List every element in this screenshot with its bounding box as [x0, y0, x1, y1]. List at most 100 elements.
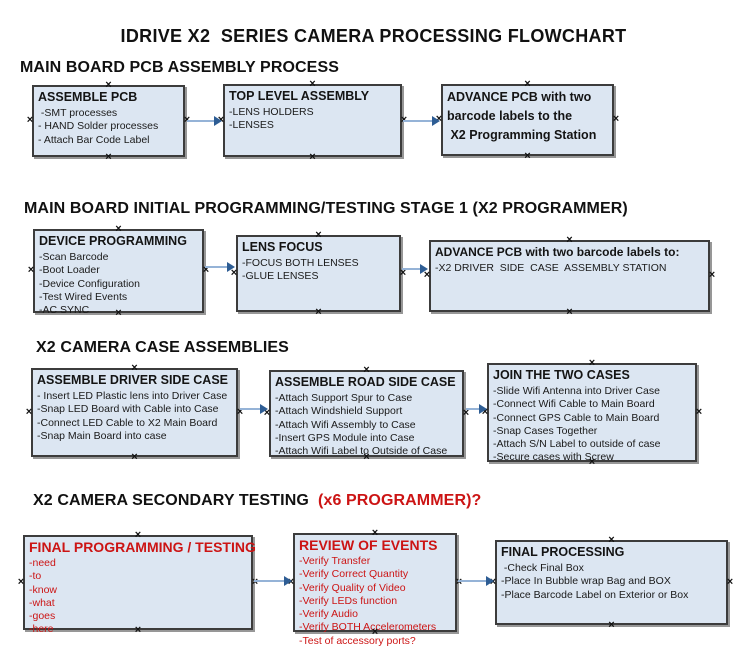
box-item: -Boot Loader: [39, 264, 100, 277]
anchor-handle-icon: ×: [27, 264, 35, 276]
section-heading-initial-programming: MAIN BOARD INITIAL PROGRAMMING/TESTING S…: [24, 200, 628, 217]
box-item: -goes: [29, 610, 56, 623]
flow-arrow: [458, 576, 494, 586]
box-item: -Check Final Box: [501, 562, 584, 574]
box-items: -LENS HOLDERS-LENSES: [229, 106, 397, 133]
box-item: -know: [29, 583, 58, 596]
box-item: -X2 DRIVER SIDE CASE ASSEMBLY STATION: [435, 262, 667, 274]
box-title: ASSEMBLE DRIVER SIDE CASE: [37, 373, 229, 387]
box-assemble-pcb: ASSEMBLE PCB -SMT processes- HAND Solder…: [27, 80, 190, 163]
anchor-handle-icon: ×: [708, 269, 716, 281]
box-lens-focus: LENS FOCUS -FOCUS BOTH LENSES-GLUE LENSE…: [231, 230, 406, 318]
box-item: -Connect LED Cable to X2 Main Board: [37, 416, 218, 429]
anchor-handle-icon: ×: [131, 451, 138, 463]
flow-arrow: [402, 264, 428, 274]
box-title: FINAL PROGRAMMING / TESTING: [29, 539, 256, 555]
anchor-handle-icon: ×: [695, 405, 703, 418]
box-items: -X2 DRIVER SIDE CASE ASSEMBLY STATION: [435, 262, 705, 275]
box-title: ADVANCE PCB with two barcode labels to:: [435, 245, 680, 259]
box-item: -Snap Main Board into case: [37, 429, 167, 442]
box-item: -Attach Wifi Label to Outside of Case: [275, 445, 448, 458]
box-items: -Verify Transfer-Verify Correct Quantity…: [299, 555, 452, 648]
anchor-handle-icon: ×: [309, 151, 316, 163]
anchor-handle-icon: ×: [17, 575, 25, 588]
anchor-handle-icon: ×: [566, 306, 573, 318]
anchor-handle-icon: ×: [524, 150, 531, 162]
box-item: -Verify LEDs function: [299, 594, 398, 607]
box-assemble-road-side-case: ASSEMBLE ROAD SIDE CASE -Attach Support …: [264, 365, 469, 463]
flow-arrow: [240, 404, 268, 414]
box-title: FINAL PROCESSING: [501, 545, 625, 559]
box-device-programming: DEVICE PROGRAMMING -Scan Barcode-Boot Lo…: [28, 224, 209, 319]
box-item: -what: [29, 596, 55, 609]
box-item: -Place In Bubble wrap Bag and BOX: [501, 575, 671, 588]
box-item: -Secure cases with Screw: [493, 451, 614, 464]
section-heading-secondary-testing-note: (x6 PROGRAMMER)?: [318, 492, 482, 509]
box-item: -need: [29, 557, 56, 569]
section-heading-secondary-testing: X2 CAMERA SECONDARY TESTING (x6 PROGRAMM…: [33, 492, 481, 510]
flow-arrow: [403, 116, 440, 126]
box-item: -FOCUS BOTH LENSES: [242, 257, 359, 269]
anchor-handle-icon: ×: [612, 113, 620, 125]
box-items: -Attach Support Spur to Case-Attach Wind…: [275, 392, 459, 458]
box-item: -Device Configuration: [39, 277, 140, 290]
box-item: -Verify Quality of Video: [299, 581, 406, 594]
flow-arrow: [254, 576, 292, 586]
box-item: -Test of accessory ports?: [299, 634, 416, 647]
box-title: ASSEMBLE PCB: [38, 90, 138, 104]
box-item: - Attach Bar Code Label: [38, 133, 150, 146]
box-item: - Insert LED Plastic lens into Driver Ca…: [37, 390, 228, 402]
box-item: -Attach Support Spur to Case: [275, 392, 413, 404]
box-item: -Verify Correct Quantity: [299, 568, 409, 581]
box-item: -Slide Wifi Antenna into Driver Case: [493, 385, 660, 397]
anchor-handle-icon: ×: [455, 576, 463, 587]
box-title: ASSEMBLE ROAD SIDE CASE: [275, 375, 456, 389]
box-title: REVIEW OF EVENTS: [299, 537, 438, 553]
box-items: -FOCUS BOTH LENSES-GLUE LENSES: [242, 257, 396, 284]
box-advance-pcb-to-driver-side-case: ADVANCE PCB with two barcode labels to: …: [424, 235, 715, 318]
box-item: -Snap LED Board with Cable into Case: [37, 403, 219, 416]
anchor-handle-icon: ×: [105, 151, 112, 163]
anchor-handle-icon: ×: [726, 575, 734, 588]
box-title: JOIN THE TWO CASES: [493, 368, 630, 382]
box-item: -to: [29, 570, 42, 583]
box-item: -Attach Windshield Support: [275, 405, 403, 418]
section-heading-case-assemblies: X2 CAMERA CASE ASSEMBLIES: [36, 339, 289, 356]
anchor-handle-icon: ×: [25, 405, 33, 418]
box-final-programming-testing: FINAL PROGRAMMING / TESTING -need-to-kno…: [18, 530, 258, 636]
box-item: -GLUE LENSES: [242, 270, 319, 283]
box-item: -Connect Wifi Cable to Main Board: [493, 398, 655, 411]
box-item: -LENS HOLDERS: [229, 106, 314, 118]
box-item: -Attach Wifi Assembly to Case: [275, 418, 416, 431]
anchor-handle-icon: ×: [608, 619, 615, 631]
flow-arrow: [205, 262, 235, 272]
box-title: DEVICE PROGRAMMING: [39, 234, 187, 248]
page-title: IDRIVE X2 SERIES CAMERA PROCESSING FLOWC…: [120, 26, 627, 46]
box-item: -Place Barcode Label on Exterior or Box: [501, 588, 689, 601]
anchor-handle-icon: ×: [315, 306, 322, 318]
box-item: -Snap Cases Together: [493, 424, 598, 437]
box-item: -Attach S/N Label to outside of case: [493, 438, 661, 451]
flow-arrow: [466, 404, 487, 414]
box-item: -Verify Transfer: [299, 555, 371, 567]
box-item: -LENSES: [229, 119, 274, 132]
box-item: -Verify BOTH Accelerometers: [299, 621, 437, 634]
box-advance-pcb-to-programming-station: ADVANCE PCB with two barcode labels to t…: [436, 79, 619, 162]
box-item: - HAND Solder processes: [38, 120, 159, 133]
box-items: -Check Final Box-Place In Bubble wrap Ba…: [501, 562, 723, 602]
box-item: -Insert GPS Module into Case: [275, 431, 415, 444]
box-item: -SMT processes: [38, 107, 118, 119]
box-top-level-assembly: TOP LEVEL ASSEMBLY -LENS HOLDERS-LENSES …: [218, 79, 407, 163]
anchor-handle-icon: ×: [26, 114, 34, 126]
section-heading-pcb-assembly: MAIN BOARD PCB ASSEMBLY PROCESS: [20, 59, 339, 76]
box-items: - Insert LED Plastic lens into Driver Ca…: [37, 390, 233, 443]
box-item: -Test Wired Events: [39, 290, 128, 303]
box-join-the-two-cases: JOIN THE TWO CASES -Slide Wifi Antenna i…: [482, 358, 702, 468]
box-item: -here: [29, 623, 54, 636]
box-review-of-events: REVIEW OF EVENTS -Verify Transfer-Verify…: [288, 528, 462, 647]
box-item: -AC SYNC: [39, 304, 90, 317]
box-items: -need-to-know-what-goes-here: [29, 557, 248, 637]
box-items: -Scan Barcode-Boot Loader-Device Configu…: [39, 251, 199, 317]
box-title: TOP LEVEL ASSEMBLY: [229, 89, 370, 103]
